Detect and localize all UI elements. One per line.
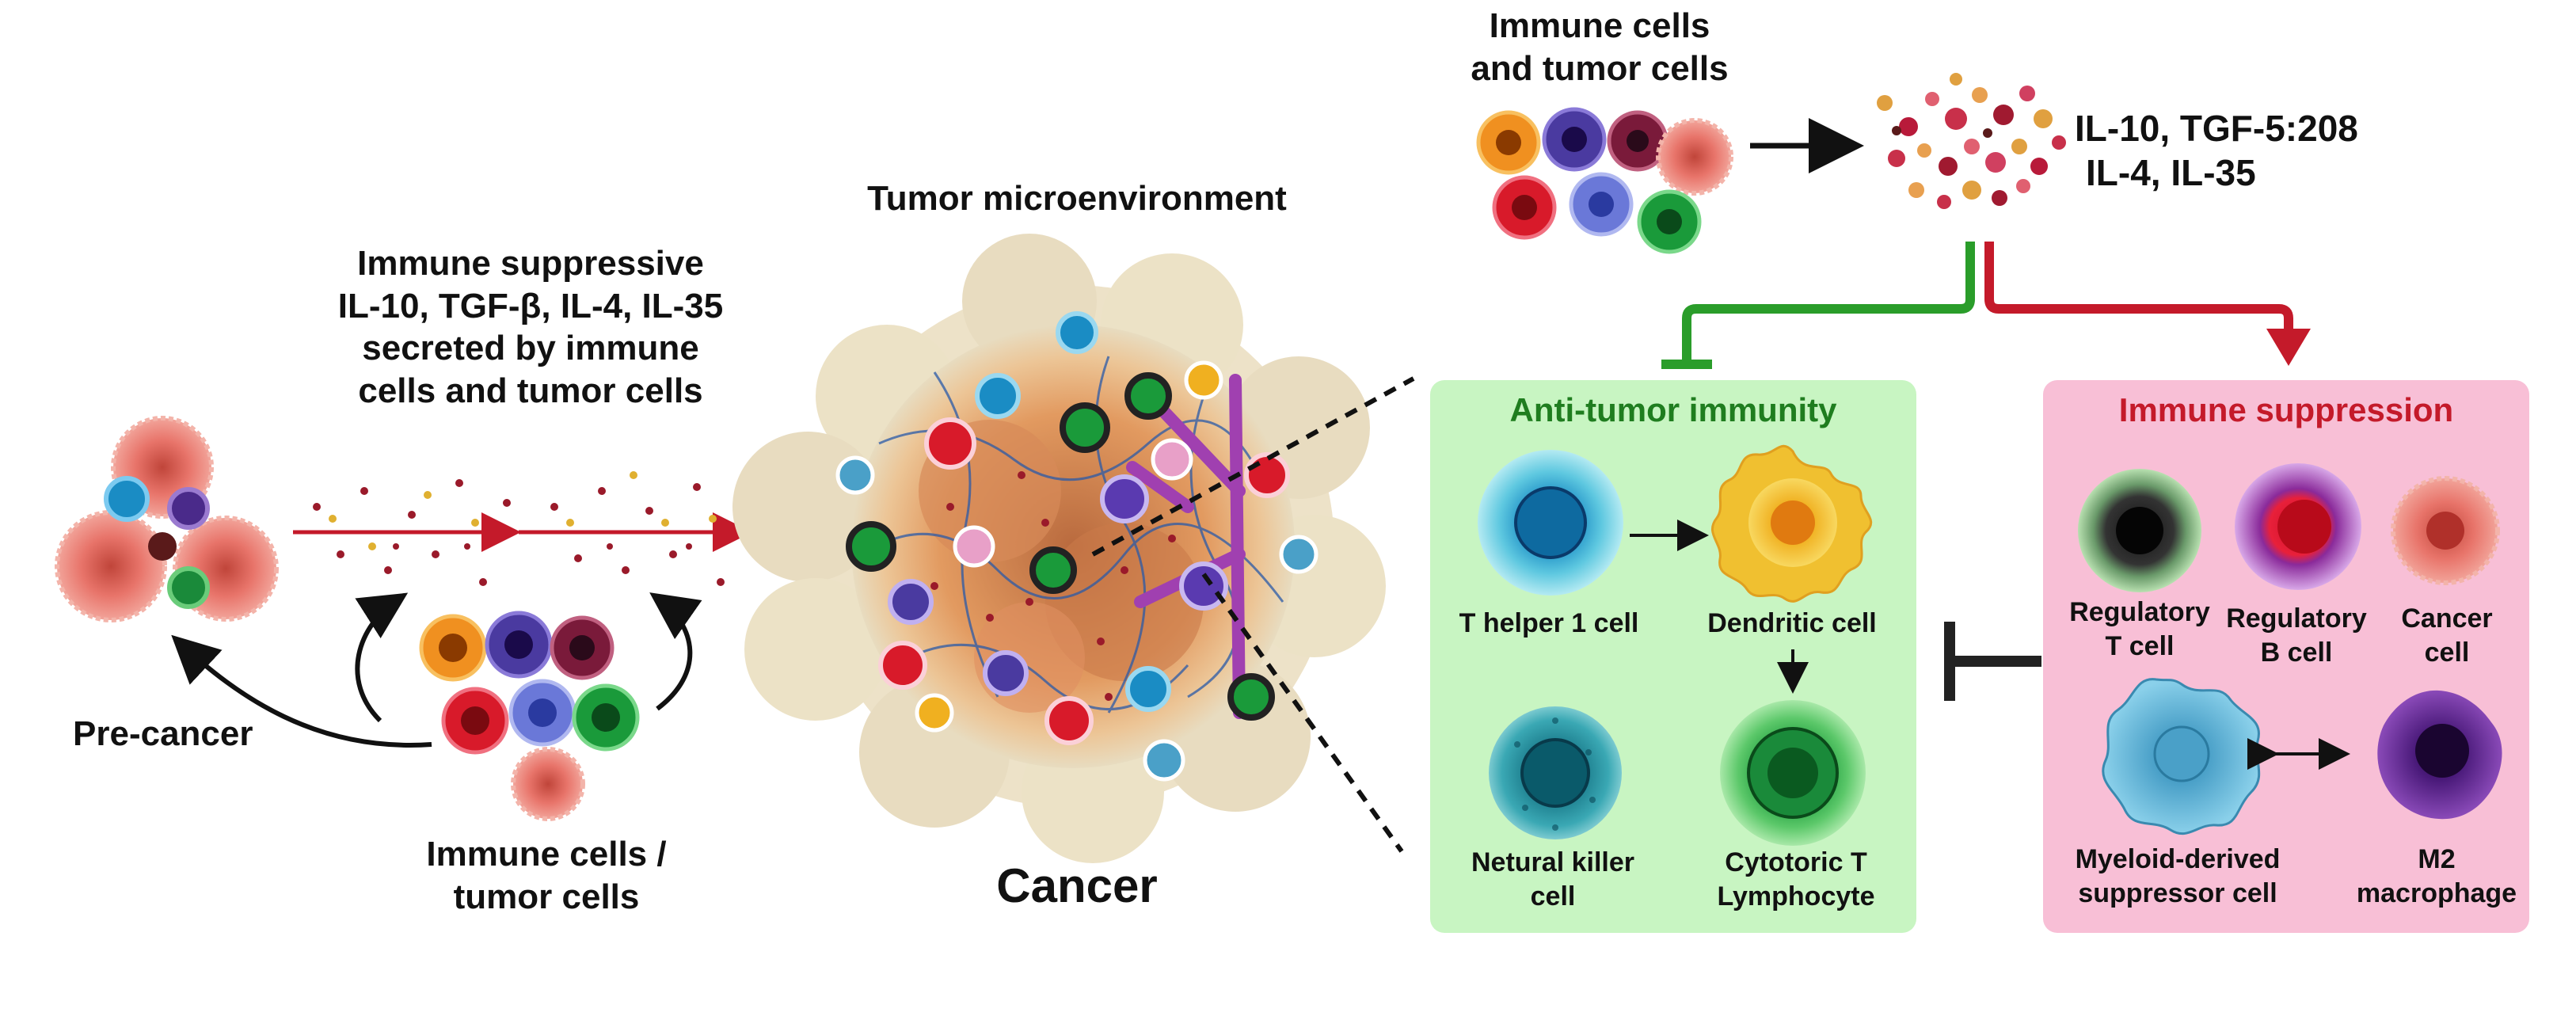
arrow-up-right — [649, 592, 702, 711]
nk-label-line2: cell — [1530, 881, 1576, 912]
cytokines-line2: IL-4, IL-35 — [2086, 152, 2256, 194]
tme-cells — [835, 311, 1318, 782]
ctl-label-line2: Lymphocyte — [1717, 881, 1875, 912]
pre-cancer-cluster — [55, 416, 279, 622]
secretion-flow — [293, 471, 752, 586]
m2-label-line2: macrophage — [2356, 877, 2517, 908]
nk-label: Netural killer cell — [1430, 846, 1676, 913]
cytokine-cloud — [1877, 73, 2066, 209]
mdsc-label: Myeloid-derived suppressor cell — [2043, 843, 2312, 910]
label-immune-tumor-line2: tumor cells — [453, 877, 640, 916]
suppressive-line1: Immune suppressive — [357, 244, 704, 283]
red-activate-path — [1984, 242, 2293, 333]
th1-label: T helper 1 cell — [1459, 608, 1639, 638]
top-cell-group — [1476, 107, 1733, 254]
suppressive-line2: IL-10, TGF-β, IL-4, IL-35 — [337, 286, 724, 325]
tumor-mass — [732, 234, 1386, 863]
label-suppressive-cytokines: Immune suppressive IL-10, TGF-β, IL-4, I… — [301, 242, 760, 413]
suppressive-line3: secreted by immune — [362, 329, 699, 368]
cancer-cell-label-line2: cell — [2424, 637, 2470, 668]
label-top-cells: Immune cells and tumor cells — [1425, 5, 1774, 89]
cancer-cell-label: Cancer cell — [2376, 602, 2518, 669]
top-cells-line1: Immune cells — [1489, 6, 1710, 45]
dendritic-cell-icon — [1711, 444, 1873, 603]
zoom-line-bottom — [1201, 573, 1404, 853]
breg-label-line1: Regulatory — [2226, 603, 2367, 634]
red-arrowhead — [2266, 329, 2311, 366]
cytokines-line1: IL-10, TGF-5:208 — [2075, 108, 2358, 149]
anti-tumor-panel: Anti-tumor immunity T helper 1 cell Dend… — [1430, 380, 1916, 933]
mdsc-label-line2: suppressor cell — [2078, 877, 2277, 908]
mdsc-cell-icon — [2102, 678, 2261, 835]
ctl-label-line1: Cytotoric T — [1725, 847, 1867, 877]
suppressive-line4: cells and tumor cells — [358, 371, 703, 411]
immune-suppression-panel: Immune suppression Regulatory T cell Reg… — [2043, 380, 2529, 933]
m2-macrophage-icon — [2377, 690, 2502, 820]
green-inhibit-path — [1682, 242, 1975, 363]
dendritic-label: Dendritic cell — [1707, 608, 1877, 638]
m2-label: M2 macrophage — [2344, 843, 2529, 910]
anti-tumor-artwork — [1478, 444, 1873, 846]
m2-label-line1: M2 — [2418, 844, 2456, 874]
treg-label-line2: T cell — [2105, 630, 2175, 661]
immune-suppression-title: Immune suppression — [2118, 391, 2454, 428]
label-cancer: Cancer — [996, 859, 1158, 912]
arrow-to-precancer — [171, 634, 432, 748]
breg-label-line2: B cell — [2260, 637, 2333, 668]
ctl-label: Cytotoric T Lymphocyte — [1676, 846, 1916, 913]
label-cytokines: IL-10, TGF-5:208 IL-4, IL-35 — [2075, 106, 2358, 195]
immune-suppression-artwork — [2078, 463, 2502, 835]
top-cells-line2: and tumor cells — [1471, 48, 1729, 88]
arrow-up-left — [355, 592, 409, 723]
treg-label-line1: Regulatory — [2069, 597, 2210, 627]
label-pre-cancer: Pre-cancer — [73, 714, 253, 753]
anti-tumor-title: Anti-tumor immunity — [1509, 391, 1837, 428]
nk-label-line1: Netural killer — [1471, 847, 1634, 877]
label-tumor-microenvironment: Tumor microenvironment — [867, 179, 1287, 218]
breg-label: Regulatory B cell — [2209, 602, 2384, 669]
mdsc-label-line1: Myeloid-derived — [2075, 844, 2281, 874]
zoom-line-top — [1091, 376, 1415, 557]
treg-label: Regulatory T cell — [2043, 596, 2236, 663]
cancer-cell-label-line1: Cancer — [2401, 603, 2493, 634]
immune-tumor-cell-group — [419, 611, 640, 821]
label-immune-tumor-line1: Immune cells / — [426, 835, 667, 873]
label-immune-tumor-bottom: Immune cells / tumor cells — [372, 833, 721, 918]
